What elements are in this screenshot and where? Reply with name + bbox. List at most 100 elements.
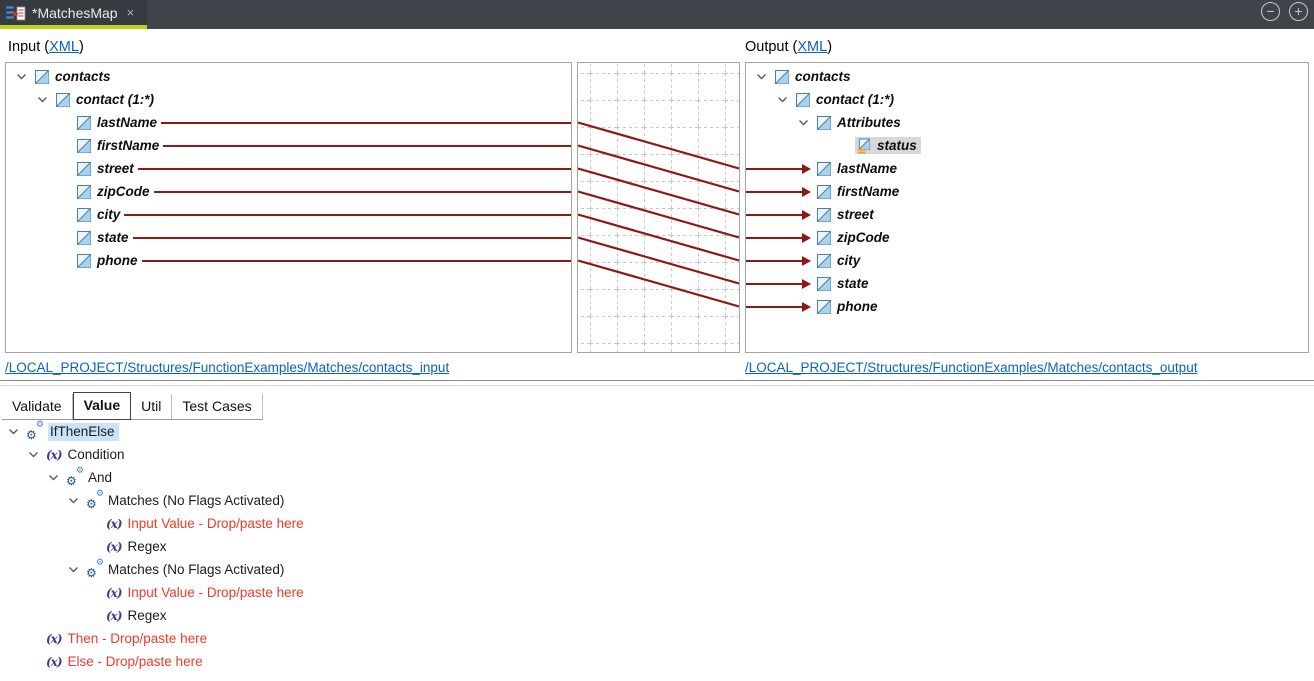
output-tree-item-firstname[interactable]: firstName (746, 180, 1308, 203)
gear-icon: ⚙ (86, 566, 97, 580)
chevron-down-icon[interactable] (48, 474, 60, 482)
document-tab[interactable]: *MatchesMap × (0, 0, 147, 25)
chevron-down-icon[interactable] (68, 497, 80, 505)
tree-item-content: firstName (817, 184, 899, 199)
tab-util[interactable]: Util (131, 394, 173, 419)
input-tree-item-phone[interactable]: phone (6, 249, 571, 272)
horizontal-splitter[interactable] (0, 380, 1314, 386)
mapping-connection-line[interactable] (578, 167, 739, 216)
input-tree-item-zipcode[interactable]: zipCode (6, 180, 571, 203)
gear-icon: ⚙ (75, 466, 84, 476)
chevron-down-icon[interactable] (777, 96, 789, 104)
function-tree-item-regex[interactable]: (x)Regex (0, 604, 1314, 627)
output-schema-panel: contacts contact (1:*) Attributes status las… (745, 62, 1309, 353)
mapping-connection-line[interactable] (578, 259, 739, 308)
drop-target-label[interactable]: Input Value - Drop/paste here (127, 516, 304, 531)
output-tree-item-state[interactable]: state (746, 272, 1308, 295)
fx-parameter-icon: (x) (46, 631, 62, 646)
tree-item-label: street (837, 207, 874, 222)
element-icon (817, 115, 831, 130)
zoom-out-button[interactable]: − (1261, 2, 1280, 21)
chevron-down-icon[interactable] (28, 451, 40, 459)
output-structure-path-link[interactable]: /LOCAL_PROJECT/Structures/FunctionExampl… (745, 360, 1198, 375)
function-tree-item-and[interactable]: ⚙⚙And (0, 466, 1314, 489)
output-xml-link[interactable]: XML (797, 39, 828, 55)
tree-item-content: Attributes (817, 115, 901, 130)
mapping-connection-line[interactable] (578, 213, 739, 262)
fx-parameter-icon: (x) (46, 654, 62, 669)
input-tree-item-firstname[interactable]: firstName (6, 134, 571, 157)
drop-target-label[interactable]: Then - Drop/paste here (67, 631, 208, 646)
output-tree-item-phone[interactable]: phone (746, 295, 1308, 318)
function-gears-icon: ⚙⚙ (86, 489, 104, 511)
close-tab-icon[interactable]: × (126, 5, 135, 20)
input-xml-link[interactable]: XML (49, 39, 79, 55)
function-tree-item-condition[interactable]: (x)Condition (0, 443, 1314, 466)
input-tree-item-state[interactable]: state (6, 226, 571, 249)
element-icon (35, 69, 49, 84)
gear-icon: ⚙ (26, 428, 37, 442)
tree-item-label: city (97, 207, 121, 222)
output-tree-item-attributes[interactable]: Attributes (746, 111, 1308, 134)
output-tree-item-zipcode[interactable]: zipCode (746, 226, 1308, 249)
tab-value[interactable]: Value (72, 392, 132, 420)
mapping-connector-line (137, 167, 571, 170)
chevron-down-icon[interactable] (68, 566, 80, 574)
output-tree-item-city[interactable]: city (746, 249, 1308, 272)
tab-validate[interactable]: Validate (2, 394, 73, 419)
chevron-down-icon[interactable] (798, 119, 810, 127)
tree-item-content: street (77, 161, 134, 176)
tab-test-cases[interactable]: Test Cases (172, 394, 263, 419)
function-tree-label: IfThenElse (48, 422, 119, 441)
chevron-down-icon[interactable] (16, 73, 28, 81)
element-icon (817, 253, 831, 268)
output-tree-item-street[interactable]: street (746, 203, 1308, 226)
function-tree-item-ifthenelse[interactable]: ⚙⚙IfThenElse (0, 420, 1314, 443)
mapping-connector-line (141, 259, 571, 262)
drop-target-label[interactable]: Input Value - Drop/paste here (127, 585, 304, 600)
input-tree-item-city[interactable]: city (6, 203, 571, 226)
mapping-connection-line[interactable] (578, 144, 739, 193)
chevron-down-icon[interactable] (37, 96, 49, 104)
function-gears-icon: ⚙⚙ (86, 558, 104, 580)
mapping-document-icon (5, 5, 26, 21)
output-tree-item-contacts[interactable]: contacts (746, 65, 1308, 88)
chevron-down-icon[interactable] (756, 73, 768, 81)
mapping-connection-line[interactable] (578, 236, 739, 285)
output-tree-item-contact-1[interactable]: contact (1:*) (746, 88, 1308, 111)
chevron-down-icon[interactable] (8, 428, 20, 436)
input-tree-item-street[interactable]: street (6, 157, 571, 180)
tree-item-content: contact (1:*) (56, 92, 154, 107)
tree-item-content: zipCode (77, 184, 150, 199)
drop-target-label[interactable]: Else - Drop/paste here (67, 654, 203, 669)
fx-parameter-icon: (x) (106, 585, 122, 600)
output-tree-item-lastname[interactable]: lastName (746, 157, 1308, 180)
function-tree-item-else-drop-paste-here[interactable]: (x) Else - Drop/paste here (0, 650, 1314, 673)
function-tree-item-input-value-drop-paste-here[interactable]: (x)Input Value - Drop/paste here (0, 512, 1314, 535)
element-icon (77, 230, 91, 245)
input-tree-item-contact-1[interactable]: contact (1:*) (6, 88, 571, 111)
mapping-connector-arrowhead (802, 209, 811, 220)
mapping-connection-line[interactable] (578, 190, 739, 239)
zoom-in-button[interactable]: + (1289, 2, 1308, 21)
mapping-connector-line (132, 236, 571, 239)
input-tree-item-contacts[interactable]: contacts (6, 65, 571, 88)
tree-item-content: contacts (775, 69, 851, 84)
mapping-connector-arrowhead (802, 232, 811, 243)
function-tree-item-regex[interactable]: (x)Regex (0, 535, 1314, 558)
tree-item-content: city (77, 207, 120, 222)
function-tree-item-matches-no-flags-activated[interactable]: ⚙⚙Matches (No Flags Activated) (0, 558, 1314, 581)
function-tree-item-input-value-drop-paste-here[interactable]: (x) Input Value - Drop/paste here (0, 581, 1314, 604)
element-icon (77, 115, 91, 130)
output-tree-item-status[interactable]: status (746, 134, 1308, 157)
input-tree-item-lastname[interactable]: lastName (6, 111, 571, 134)
input-structure-path-link[interactable]: /LOCAL_PROJECT/Structures/FunctionExampl… (5, 360, 450, 375)
function-tree-item-then-drop-paste-here[interactable]: (x) Then - Drop/paste here (0, 627, 1314, 650)
element-icon (817, 161, 831, 176)
function-tree-item-matches-no-flags-activated[interactable]: ⚙⚙Matches (No Flags Activated) (0, 489, 1314, 512)
mapping-connection-line[interactable] (578, 121, 739, 170)
tree-item-content: lastName (817, 161, 897, 176)
fx-parameter-icon: (x) (46, 447, 62, 462)
tree-item-label: state (97, 230, 129, 245)
